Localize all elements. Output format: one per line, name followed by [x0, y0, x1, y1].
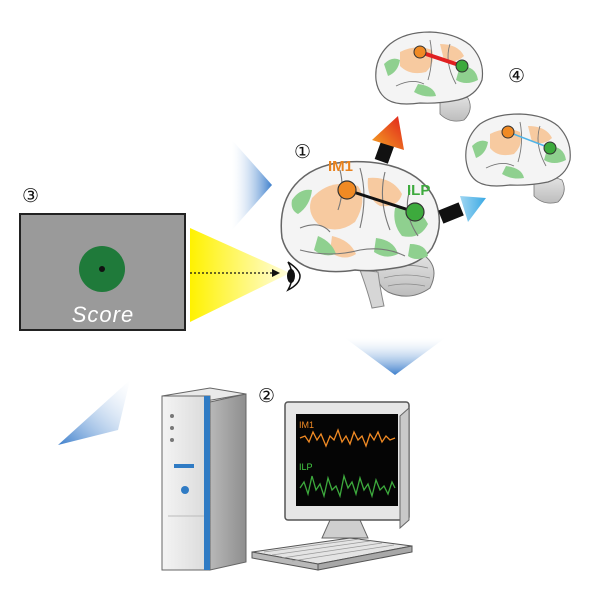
brain-decreased-connectivity [465, 113, 571, 204]
trace-label-im1: IM1 [299, 420, 314, 430]
right-arrow-head [460, 196, 486, 222]
trace-im1 [299, 428, 396, 448]
trace-label-ilp: ILP [299, 462, 313, 472]
up-arrow-head [372, 116, 404, 150]
right-node-im1 [501, 125, 515, 139]
node-ilp [405, 202, 425, 222]
node-im1 [337, 180, 357, 200]
right-arrow-shaft [438, 202, 464, 224]
feedback-screen: Score [19, 213, 186, 331]
flow-arrow-down [345, 338, 445, 375]
main-brain: IM1 ILP [280, 158, 441, 309]
computer-monitor: IM1 ILP [284, 401, 410, 539]
keyboard[interactable] [251, 537, 413, 571]
label-ilp: ILP [407, 182, 430, 199]
brain-increased-connectivity [375, 31, 484, 122]
main-connection [346, 188, 416, 214]
step-4-marker: ④ [508, 66, 525, 87]
trace-ilp [299, 473, 396, 499]
score-label: Score [72, 302, 134, 327]
strong-connection [419, 50, 463, 68]
label-im1: IM1 [328, 158, 353, 175]
right-node-ilp [543, 141, 557, 155]
weak-connection [507, 131, 551, 149]
top-node-im1 [413, 45, 427, 59]
feedback-target-center [99, 266, 105, 272]
step-1-marker: ① [294, 142, 311, 163]
step-2-marker: ② [258, 386, 275, 407]
visual-feedback-beam [190, 228, 290, 322]
power-button-icon[interactable] [181, 486, 189, 494]
computer-tower [161, 387, 247, 571]
flow-arrow-right [232, 140, 272, 230]
top-node-ilp [455, 59, 469, 73]
flow-arrow-left [58, 380, 130, 445]
eye-icon [286, 261, 301, 292]
step-3-marker: ③ [22, 186, 39, 207]
gaze-arrowhead [272, 269, 280, 277]
monitor-screen [296, 414, 398, 506]
